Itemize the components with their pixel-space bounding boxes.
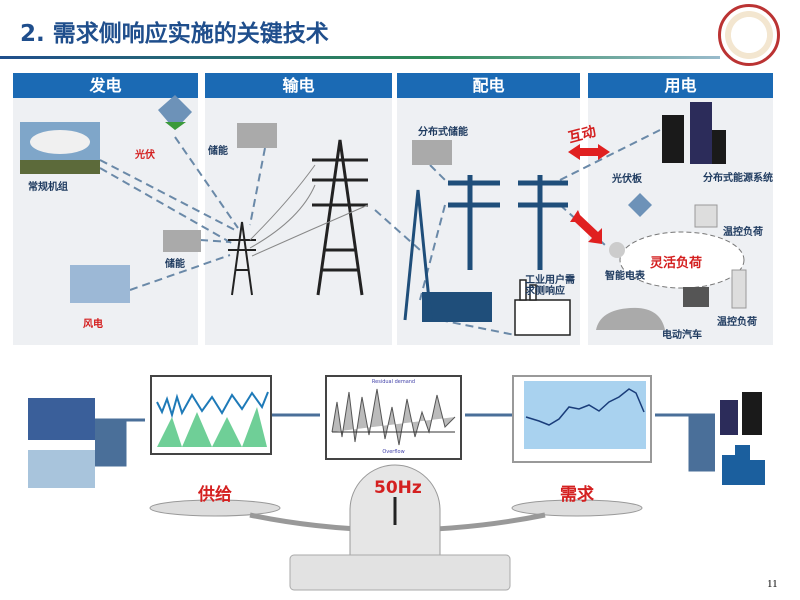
storage-image bbox=[163, 230, 201, 252]
label-storage: 储能 bbox=[165, 259, 185, 270]
label-conventional: 常规机组 bbox=[28, 182, 68, 193]
title-divider bbox=[0, 56, 720, 59]
label-supply: 供给 bbox=[198, 485, 232, 505]
tv-icon bbox=[683, 287, 709, 307]
lattice-tower-icon bbox=[403, 189, 433, 321]
label-dist-storage: 分布式储能 bbox=[418, 127, 468, 138]
interaction-arrow-icon bbox=[570, 210, 602, 244]
label-industrial: 工业用户需求侧响应 bbox=[525, 275, 575, 297]
thermostat-icon bbox=[694, 204, 718, 228]
page-number: 11 bbox=[767, 578, 778, 590]
factory-icon bbox=[514, 279, 571, 336]
label-thermo-1: 温控负荷 bbox=[723, 227, 763, 238]
header-consumption: 用电 bbox=[588, 73, 773, 98]
chart-title: Residual demand bbox=[371, 379, 416, 385]
slide-title: 2. 需求侧响应实施的关键技术 bbox=[20, 21, 329, 47]
label-frequency: 50Hz bbox=[374, 478, 422, 498]
supply-chart bbox=[150, 375, 272, 455]
distribution-poles-icon bbox=[448, 175, 568, 270]
label-ev: 电动汽车 bbox=[662, 330, 702, 341]
load-curve-chart bbox=[512, 375, 652, 463]
storage-image bbox=[237, 123, 277, 148]
scale-base bbox=[289, 554, 511, 591]
chart-footer: Overflow bbox=[382, 449, 405, 455]
label-der: 分布式能源系统 bbox=[703, 173, 773, 184]
city-skyline-icon bbox=[722, 445, 765, 485]
wind-turbine-image bbox=[70, 265, 130, 303]
storage-image bbox=[412, 140, 452, 165]
label-flexible-load: 灵活负荷 bbox=[650, 256, 703, 271]
label-smart-meter: 智能电表 bbox=[605, 271, 645, 282]
header-generation: 发电 bbox=[13, 73, 198, 98]
label-pv-panel: 光伏板 bbox=[612, 174, 642, 185]
electric-car-icon bbox=[596, 307, 665, 330]
header-distribution: 配电 bbox=[397, 73, 580, 98]
power-plant-image bbox=[20, 122, 100, 174]
large-tower-icon bbox=[312, 139, 368, 296]
university-logo bbox=[718, 4, 780, 66]
fridge-icon bbox=[731, 269, 747, 309]
smart-meter-icon bbox=[609, 242, 625, 258]
small-tower-icon bbox=[228, 221, 256, 296]
city-buildings-icon bbox=[720, 392, 762, 435]
solar-farm-image bbox=[28, 398, 95, 440]
label-thermo-2: 温控负荷 bbox=[717, 317, 757, 328]
supply-plate bbox=[149, 499, 281, 517]
residual-demand-chart: Residual demand Overflow bbox=[325, 375, 462, 460]
header-transmission: 输电 bbox=[205, 73, 392, 98]
label-storage-transmission: 储能 bbox=[208, 146, 228, 157]
substation-icon bbox=[422, 292, 492, 322]
pv-panel-icon bbox=[158, 95, 192, 130]
label-demand: 需求 bbox=[560, 485, 594, 505]
interaction-arrow-icon bbox=[568, 144, 610, 160]
label-wind: 风电 bbox=[83, 319, 103, 330]
pv-panel-small-icon bbox=[628, 193, 652, 217]
flow-arrows bbox=[95, 413, 715, 472]
label-pv: 光伏 bbox=[135, 150, 155, 161]
demand-plate bbox=[511, 499, 643, 517]
wind-farm-image bbox=[28, 450, 95, 488]
panel-transmission bbox=[205, 73, 392, 345]
buildings-icon bbox=[662, 102, 726, 164]
flexible-load-ellipse bbox=[619, 231, 745, 289]
